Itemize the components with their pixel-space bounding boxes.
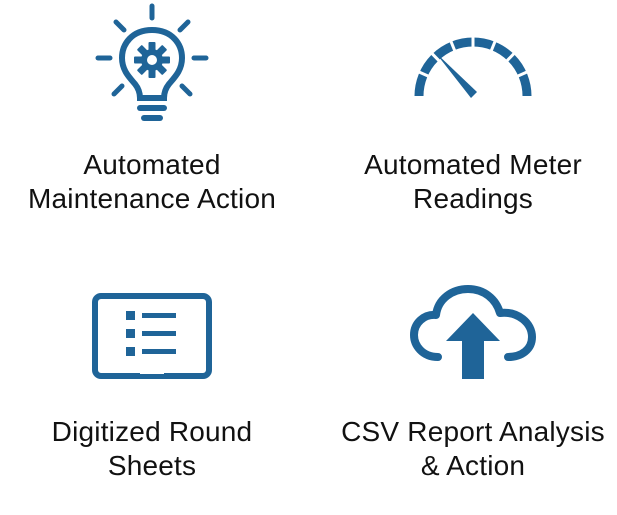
feature-label-line1: Automated [83,149,221,180]
feature-label-line1: CSV Report Analysis [341,416,605,447]
cloud-upload-icon [408,283,538,388]
feature-digitized-round-sheets: Digitized Round Sheets [2,265,302,515]
feature-automated-meter-readings: Automated Meter Readings [323,0,617,250]
speedometer-gauge-icon [411,30,535,105]
feature-label: CSV Report Analysis & Action [323,415,617,483]
feature-csv-report-analysis-action: CSV Report Analysis & Action [323,265,617,515]
lightbulb-gear-icon [92,2,212,131]
tablet-checklist-icon [92,293,212,384]
feature-label: Digitized Round Sheets [2,415,302,483]
feature-label-line2: & Action [420,450,526,481]
feature-automated-maintenance-action: Automated Maintenance Action [2,0,302,250]
feature-label-line2: Readings [413,183,533,214]
feature-label-line1: Automated Meter [364,149,582,180]
feature-label-line2: Maintenance Action [28,183,276,214]
feature-label: Automated Meter Readings [323,148,617,216]
feature-label: Automated Maintenance Action [2,148,302,216]
feature-label-line2: Sheets [107,450,197,481]
feature-label-line1: Digitized Round [51,416,253,447]
